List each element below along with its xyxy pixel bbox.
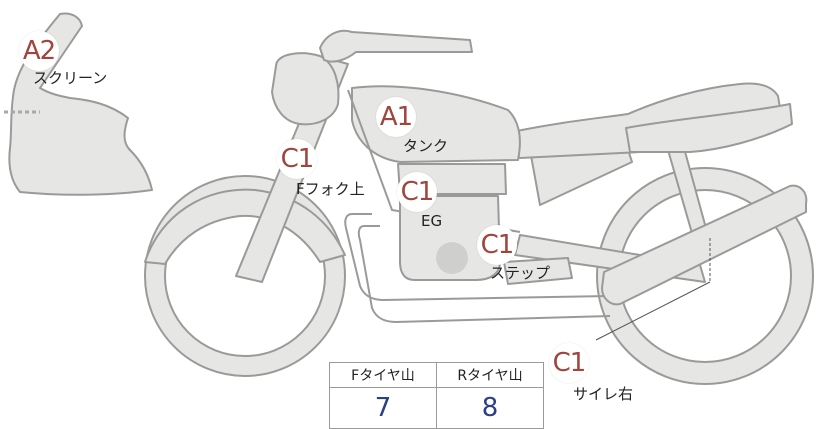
engine-cover	[436, 242, 468, 274]
muffler-leader-line	[595, 281, 711, 341]
tire-tread-table: Fタイヤ山 Rタイヤ山 7 8	[329, 362, 544, 429]
grade-marker-engine: C1	[397, 172, 437, 212]
label-step: ステップ	[490, 264, 551, 282]
handlebar	[319, 29, 473, 63]
seat	[509, 82, 781, 159]
grade-marker-muffler: C1	[549, 343, 589, 383]
label-tank: タンク	[403, 137, 449, 155]
footstep	[503, 257, 573, 285]
rear-tread-value: 8	[436, 387, 544, 429]
label-muffler: サイレ右	[573, 385, 634, 403]
grade-marker-fork: C1	[277, 139, 317, 179]
label-screen: スクリーン	[33, 69, 108, 87]
engine-case	[399, 195, 501, 281]
front-tread-value: 7	[329, 387, 437, 429]
grade-marker-screen: A2	[19, 31, 59, 71]
exhaust-pipe-lower	[357, 225, 611, 324]
exhaust-pipe-upper	[344, 213, 611, 302]
label-engine: EG	[421, 212, 443, 230]
grade-marker-step: C1	[477, 225, 517, 265]
front-tread-header: Fタイヤ山	[329, 362, 437, 388]
front-fender	[144, 188, 346, 265]
label-fork: Fフォク上	[296, 180, 365, 198]
muffler	[601, 184, 808, 306]
tail-cowl	[625, 103, 793, 153]
rear-tread-header: Rタイヤ山	[436, 362, 544, 388]
headlight	[271, 52, 340, 126]
grade-marker-tank: A1	[376, 97, 416, 137]
